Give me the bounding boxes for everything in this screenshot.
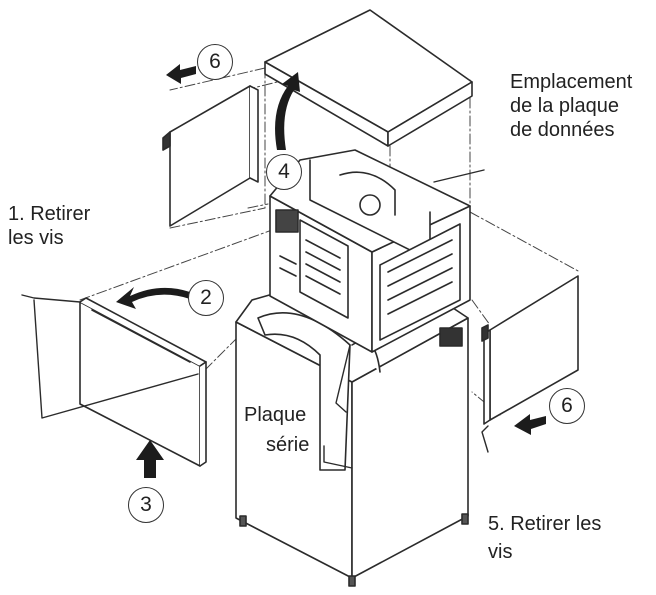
serial-plate-line-2: série — [266, 434, 310, 456]
remove-screws-left-line-2: les vis — [8, 227, 64, 249]
step-4-marker: 4 — [266, 154, 302, 190]
right-side-panel — [481, 275, 579, 425]
arrows — [116, 64, 546, 478]
front-panel — [79, 297, 207, 467]
remove-screws-right-label: 5. Retirer les vis — [488, 510, 601, 566]
remove-screws-right-line-2: vis — [488, 541, 513, 563]
remove-screws-left-label: 1. Retirer les vis — [8, 202, 90, 250]
step-6-top-marker: 6 — [197, 44, 233, 80]
ice-machine-head — [269, 149, 471, 353]
serial-plate-label: Plaque série — [244, 400, 309, 460]
data-plate-location-label: Emplacement de la plaque de données — [510, 70, 632, 142]
step-2-marker: 2 — [188, 280, 224, 316]
step-6-right-marker: 6 — [549, 388, 585, 424]
data-plate-line-3: de données — [510, 119, 615, 141]
data-plate-line-2: de la plaque — [510, 95, 619, 117]
data-plate-line-1: Emplacement — [510, 71, 633, 93]
remove-screws-left-line-1: 1. Retirer — [8, 203, 91, 225]
leader-lines — [21, 169, 489, 469]
serial-plate-line-1: Plaque — [244, 404, 307, 426]
left-side-panel — [162, 85, 259, 227]
step-3-marker: 3 — [128, 487, 164, 523]
remove-screws-right-line-1: 5. Retirer les — [488, 513, 602, 535]
